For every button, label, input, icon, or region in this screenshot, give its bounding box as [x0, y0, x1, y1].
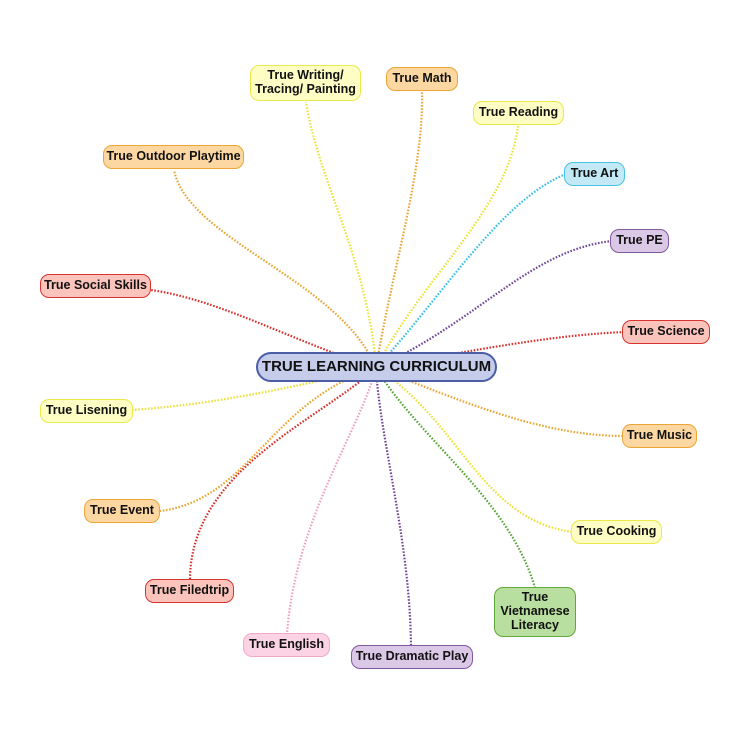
node-true-reading: True Reading	[473, 101, 564, 125]
node-true-science: True Science	[622, 320, 710, 344]
node-true-event: True Event	[84, 499, 160, 523]
connector-science	[375, 330, 625, 370]
connector-writing	[304, 101, 378, 369]
node-true-filedtrip: True Filedtrip	[145, 579, 234, 603]
node-true-outdoor-playtime: True Outdoor Playtime	[103, 145, 244, 169]
connector-music	[375, 366, 625, 438]
node-true-english: True English	[243, 633, 330, 657]
node-true-cooking: True Cooking	[571, 520, 662, 544]
center-node-true-learning-curriculum: TRUE LEARNING CURRICULUM	[256, 352, 497, 382]
node-true-dramatic-play: True Dramatic Play	[351, 645, 473, 669]
connector-english	[285, 367, 378, 635]
connector-reading	[375, 125, 520, 369]
node-true-social-skills: True Social Skills	[40, 274, 151, 298]
node-true-vietnamese-literacy: True Vietnamese Literacy	[494, 587, 576, 637]
node-true-art: True Art	[564, 162, 625, 186]
connector-event	[159, 366, 377, 513]
node-true-writing-tracing-painting: True Writing/ Tracing/ Painting	[250, 65, 361, 101]
connector-fieldtrip	[188, 367, 377, 581]
connector-cooking	[375, 367, 574, 534]
connector-dramatic	[374, 367, 413, 647]
connector-math	[374, 91, 424, 369]
node-true-pe: True PE	[610, 229, 669, 253]
node-true-music: True Music	[622, 424, 697, 448]
connector-pe	[375, 239, 613, 369]
node-true-math: True Math	[386, 67, 458, 91]
connector-art	[375, 172, 567, 369]
connector-outdoor	[172, 169, 378, 369]
connector-literacy	[375, 367, 537, 589]
node-true-lisening: True Lisening	[40, 399, 133, 423]
